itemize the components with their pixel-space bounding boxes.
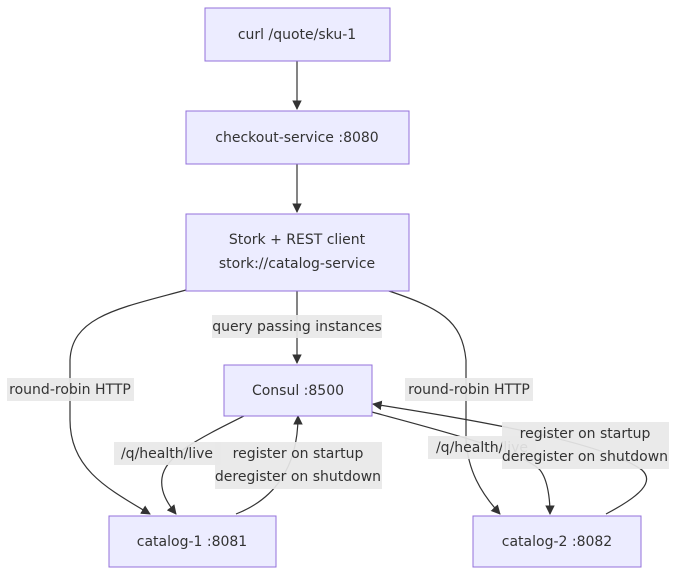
node-checkout-service: checkout-service :8080 bbox=[185, 110, 410, 165]
svg-text:query passing instances: query passing instances bbox=[212, 319, 382, 335]
svg-text:deregister on shutdown: deregister on shutdown bbox=[502, 449, 668, 465]
edge-label-register-left: register on startup deregister on shutdo… bbox=[215, 442, 382, 489]
edge-stork-to-catalog-2 bbox=[385, 289, 501, 515]
edge-consul-to-catalog-1 bbox=[161, 415, 245, 515]
svg-text:round-robin HTTP: round-robin HTTP bbox=[408, 382, 530, 398]
edge-label-round-robin-right: round-robin HTTP bbox=[405, 378, 533, 401]
edge-stork-to-catalog-1 bbox=[69, 289, 187, 515]
edge-label-health-left: /q/health/live bbox=[114, 442, 221, 465]
node-curl-label: curl /quote/sku-1 bbox=[238, 27, 356, 43]
node-checkout-service-label: checkout-service :8080 bbox=[215, 130, 378, 146]
svg-text:/q/health/live: /q/health/live bbox=[121, 446, 213, 462]
svg-text:register on startup: register on startup bbox=[520, 426, 651, 442]
node-stork-line-1: Stork + REST client bbox=[229, 232, 366, 248]
node-catalog-1-label: catalog-1 :8081 bbox=[137, 534, 247, 550]
node-catalog-2-label: catalog-2 :8082 bbox=[502, 534, 612, 550]
node-catalog-1: catalog-1 :8081 bbox=[108, 515, 277, 568]
svg-text:register on startup: register on startup bbox=[233, 446, 364, 462]
edge-label-round-robin-left: round-robin HTTP bbox=[7, 378, 134, 401]
node-stork-rest-client: Stork + REST client stork://catalog-serv… bbox=[185, 213, 410, 292]
edge-label-register-right: register on startup deregister on shutdo… bbox=[502, 422, 669, 469]
node-catalog-2: catalog-2 :8082 bbox=[472, 515, 642, 568]
node-consul-label: Consul :8500 bbox=[252, 383, 344, 399]
svg-text:round-robin HTTP: round-robin HTTP bbox=[9, 382, 131, 398]
node-curl: curl /quote/sku-1 bbox=[204, 7, 391, 62]
node-consul: Consul :8500 bbox=[223, 364, 373, 417]
svg-text:deregister on shutdown: deregister on shutdown bbox=[215, 469, 381, 485]
edge-label-query-passing-instances: query passing instances bbox=[212, 315, 382, 338]
node-stork-line-2: stork://catalog-service bbox=[219, 256, 375, 272]
